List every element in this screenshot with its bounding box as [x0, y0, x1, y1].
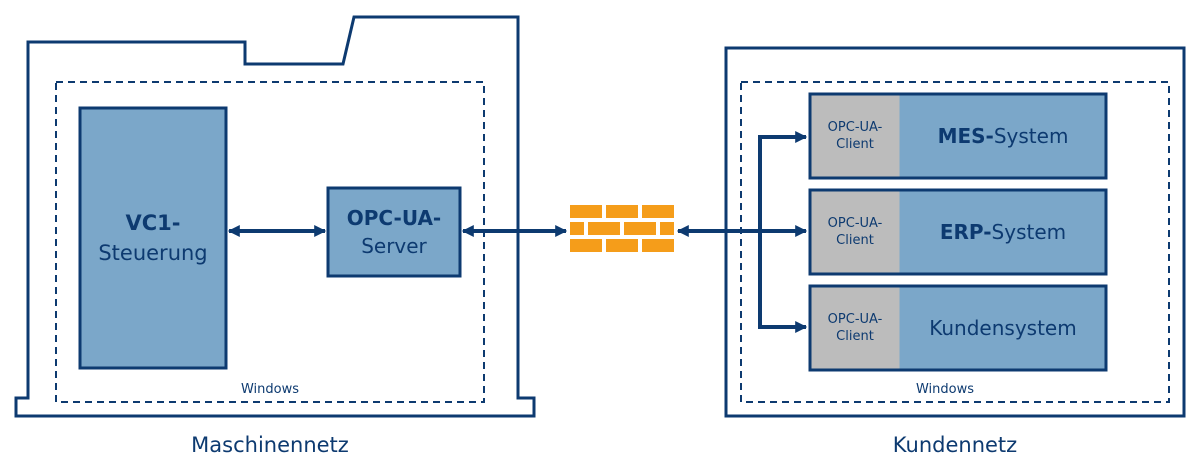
brick-wall-icon	[570, 205, 674, 252]
client-label-line2: Client	[836, 137, 874, 152]
client-label-kunden: OPC-UA- Client	[810, 286, 900, 370]
server-label-line1: OPC-UA-	[346, 206, 442, 230]
client-label-line1: OPC-UA-	[827, 216, 883, 231]
system-name-mes: MES-System	[900, 94, 1106, 178]
system-name-rest: System	[991, 220, 1067, 244]
client-label-line2: Client	[836, 233, 874, 248]
system-name-rest: System	[993, 124, 1069, 148]
server-box	[326, 186, 462, 278]
system-box-mes	[808, 92, 1108, 180]
system-name-rest: Kundensystem	[929, 316, 1077, 340]
controller-box	[78, 106, 228, 370]
system-name-bold: MES-	[937, 124, 994, 148]
server-label-line2: Server	[361, 234, 427, 258]
client-label-line2: Client	[836, 329, 874, 344]
client-label-mes: OPC-UA- Client	[810, 94, 900, 178]
system-name-bold: ERP-	[939, 220, 992, 244]
controller-label-line2: Steuerung	[98, 241, 208, 265]
server-label: OPC-UA- Server	[328, 188, 460, 276]
controller-label-line1: VC1-	[125, 211, 181, 235]
customer-outline	[724, 46, 1186, 418]
client-label-erp: OPC-UA- Client	[810, 190, 900, 274]
controller-label: VC1- Steuerung	[80, 108, 226, 368]
machine-network-caption: Maschinennetz	[191, 433, 349, 457]
customer-network-caption: Kundennetz	[892, 433, 1018, 457]
system-name-erp: ERP-System	[900, 190, 1106, 274]
system-box-kunden	[808, 284, 1108, 372]
windows-label-left: Windows	[240, 381, 300, 397]
system-name-kunden: Kundensystem	[900, 286, 1106, 370]
windows-boundary-right	[740, 81, 1170, 403]
machine-outline	[14, 15, 536, 418]
windows-boundary-left	[55, 81, 485, 403]
client-label-line1: OPC-UA-	[827, 120, 883, 135]
windows-label-right: Windows	[915, 381, 975, 397]
system-box-erp	[808, 188, 1108, 276]
client-label-line1: OPC-UA-	[827, 312, 883, 327]
